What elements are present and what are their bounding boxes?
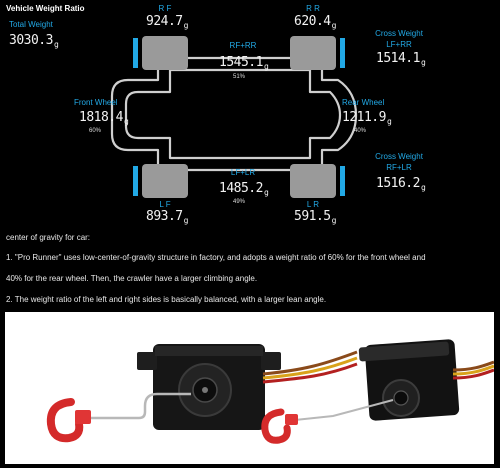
chassis-inner-outline <box>124 68 342 160</box>
indicator-rr <box>340 38 345 68</box>
wheel-lr <box>290 164 336 198</box>
lf-lr-percent: 49% <box>233 199 246 205</box>
servo-winch-angled-view <box>261 339 494 444</box>
lr-label: L R <box>306 200 320 209</box>
description-point-1b: 40% for the rear wheel. Then, the crawle… <box>6 274 258 283</box>
cross-weight-1-label: Cross Weight <box>375 29 423 38</box>
product-photo <box>5 312 494 464</box>
weight-ratio-panel: Vehicle Weight Ratio Total Weight 3030.3… <box>0 0 500 226</box>
lr-value: 591.5g <box>294 209 337 225</box>
rr-label: R R <box>306 4 320 13</box>
rf-rr-percent: 51% <box>233 74 246 80</box>
servo-winch-front-view <box>46 344 358 443</box>
rf-label: R F <box>158 4 172 13</box>
description-text: center of gravity for car: 1. "Pro Runne… <box>0 226 500 312</box>
lf-lr-label: LF+LR <box>230 168 256 177</box>
front-wheel-percent: 60% <box>89 128 102 134</box>
rear-wheel-label: Rear Wheel <box>342 98 385 107</box>
cross-weight-2-label: Cross Weight <box>375 152 423 161</box>
indicator-rf <box>133 38 138 68</box>
lf-lr-value: 1485.2g <box>219 181 269 197</box>
rf-rr-label: RF+RR <box>229 41 257 50</box>
description-point-1a: 1. "Pro Runner" uses low-center-of-gravi… <box>6 253 426 262</box>
indicator-lf <box>133 166 138 196</box>
total-weight-value: 3030.3g <box>9 33 59 49</box>
cross-weight-1-value: 1514.1g <box>376 51 426 67</box>
servo-winch-illustration <box>46 339 494 444</box>
rr-value: 620.4g <box>294 14 337 30</box>
rf-rr-value: 1545.1g <box>219 55 269 71</box>
cross-weight-1-sub: LF+RR <box>386 40 412 49</box>
rf-value: 924.7g <box>146 14 189 30</box>
rear-wheel-percent: 40% <box>354 128 367 134</box>
front-wheel-value: 1818.4g <box>79 110 129 126</box>
lf-label: L F <box>159 200 171 209</box>
indicator-lr <box>340 166 345 196</box>
wheel-rf <box>142 36 188 70</box>
cross-weight-2-value: 1516.2g <box>376 176 426 192</box>
wheel-lf <box>142 164 188 198</box>
rear-wheel-value: 1211.9g <box>342 110 392 126</box>
total-weight-label: Total Weight <box>9 20 53 29</box>
cross-weight-2-sub: RF+LR <box>386 163 412 172</box>
chassis-outline <box>110 56 358 172</box>
lf-value: 893.7g <box>146 209 189 225</box>
front-wheel-label: Front Wheel <box>74 98 118 107</box>
chassis-diagram <box>110 36 358 198</box>
panel-title: Vehicle Weight Ratio <box>6 4 85 13</box>
description-point-2: 2. The weight ratio of the left and righ… <box>6 295 327 304</box>
description-heading: center of gravity for car: <box>6 233 91 242</box>
wheel-rr <box>290 36 336 70</box>
